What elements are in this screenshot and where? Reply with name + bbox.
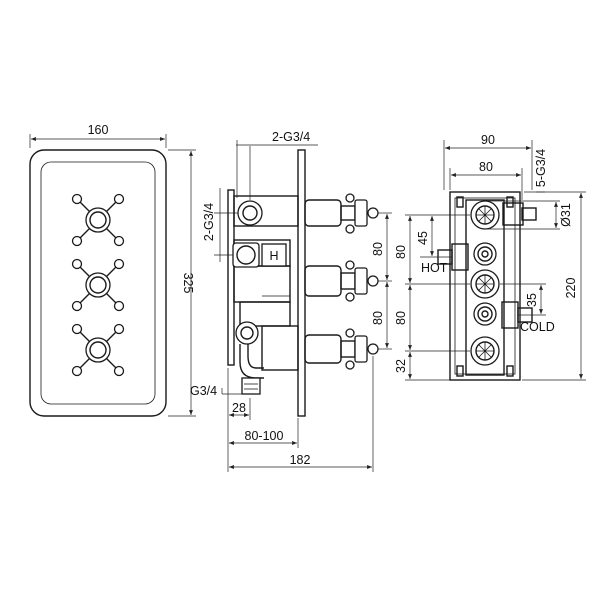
- rear-outlet-1-icon: [470, 200, 500, 230]
- rear-outlet-dimensions: 5-G3/4 Ø31: [485, 149, 573, 230]
- side-bottom-connection-label: G3/4: [190, 384, 217, 398]
- side-overall-depth-label: 182: [290, 453, 311, 467]
- side-overall-depth-dimension: 182: [227, 356, 374, 472]
- side-bottom-connection-dimension: G3/4: [190, 384, 244, 398]
- side-depth-range-label: 80-100: [245, 429, 284, 443]
- side-offset-dimension: 28: [227, 368, 251, 420]
- front-plate-outer: [29, 149, 167, 417]
- rear-outlet-3-icon: [470, 269, 500, 299]
- rear-view: 90 80 5-G3/4 Ø31 220: [394, 133, 586, 381]
- side-handle-middle-icon: [304, 260, 379, 302]
- side-spacing-lower-label: 80: [371, 311, 385, 325]
- rear-right-inlet-dimension: 35 COLD: [500, 283, 555, 334]
- front-height-label: 325: [181, 273, 195, 294]
- cross-handle-bottom-icon: [71, 323, 125, 377]
- rear-diameter-label: Ø31: [559, 203, 573, 227]
- rear-upper-spacing-label: 80: [394, 245, 408, 259]
- rear-overall-height-label: 220: [564, 278, 578, 299]
- side-top-dimension: 2-G3/4: [236, 130, 318, 200]
- rear-outlet-5-icon: [470, 336, 500, 366]
- side-valve-body: [233, 195, 299, 227]
- side-cover-plate: [297, 149, 306, 417]
- rear-bottom-offset-label: 32: [394, 359, 408, 373]
- side-lower-connection: [235, 321, 259, 345]
- rear-upper-offset-label: 45: [416, 231, 430, 245]
- cross-handle-middle-icon: [71, 258, 125, 312]
- side-top-connection: [237, 200, 263, 226]
- side-h-marker: H: [269, 249, 278, 263]
- rear-lower-spacing-label: 80: [394, 311, 408, 325]
- side-spacing-upper-label: 80: [371, 242, 385, 256]
- side-top-connection-label: 2-G3/4: [272, 130, 310, 144]
- rear-valve-body: [465, 199, 505, 376]
- rear-outlets-label: 5-G3/4: [534, 149, 548, 187]
- side-handle-top-icon: [304, 193, 379, 234]
- rear-outlet-2-icon: [473, 242, 497, 266]
- side-spacing-dimension: 80 80: [371, 212, 392, 350]
- rear-left-upper-dimensions: 45 80 HOT: [394, 214, 470, 285]
- rear-inlet-spacing-label: 35: [525, 293, 539, 307]
- rear-cold-label: COLD: [520, 320, 555, 334]
- side-handle-bottom-icon: [304, 328, 379, 370]
- side-offset-label: 28: [232, 401, 246, 415]
- rear-left-lower-dimensions: 80 32: [394, 285, 470, 381]
- rear-inner-width-label: 80: [479, 160, 493, 174]
- side-bottom-elbow: [247, 344, 264, 369]
- front-view: 160 325: [29, 123, 196, 417]
- cross-handle-top-icon: [71, 193, 125, 247]
- side-mounting-plate: [227, 189, 235, 366]
- rear-outlet-4-icon: [473, 302, 497, 326]
- rear-outer-width-label: 90: [481, 133, 495, 147]
- front-height-dimension: 325: [168, 149, 196, 417]
- side-depth-range-dimension: 80-100: [227, 418, 299, 448]
- side-left-connection-label: 2-G3/4: [202, 203, 216, 241]
- rear-hot-label: HOT: [421, 261, 448, 275]
- rear-mounting-frame: [449, 191, 521, 381]
- side-left-dimension: 2-G3/4: [202, 188, 238, 262]
- side-view: H: [190, 130, 392, 472]
- front-plate-inner: [40, 161, 156, 405]
- rear-overall-height-dimension: 220: [522, 191, 586, 381]
- rear-width-dimensions: 90 80: [443, 133, 533, 200]
- front-width-dimension: 160: [29, 123, 167, 148]
- front-width-label: 160: [88, 123, 109, 137]
